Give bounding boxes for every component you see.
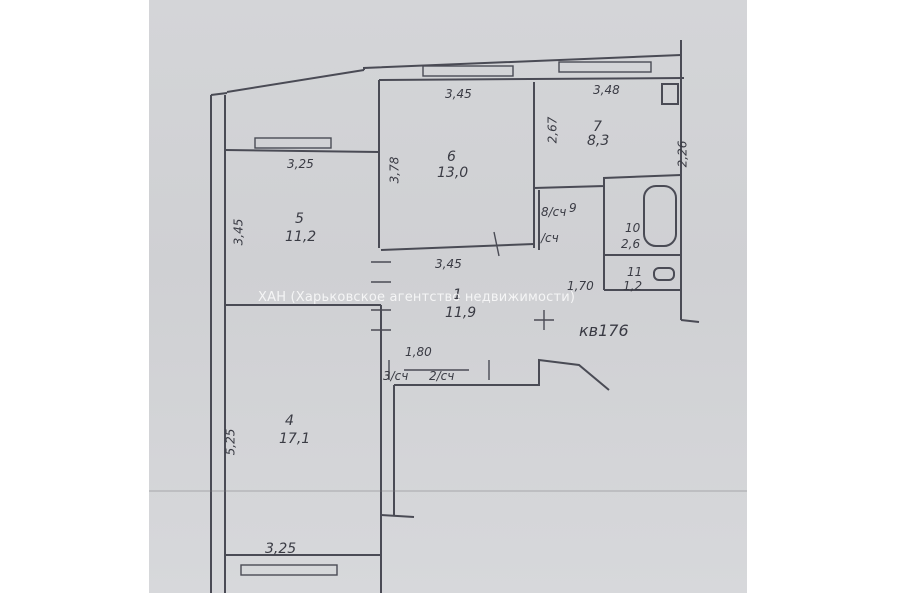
balcony-edge [226, 69, 365, 93]
room7-bottom-wall [533, 174, 682, 189]
room4-area: 17,1 [279, 431, 311, 447]
apartment-label: кв176 [579, 321, 629, 340]
dim-room4-side: 5,25 [223, 428, 238, 456]
stove-shape [661, 83, 679, 105]
room1-area: 11,9 [445, 305, 477, 321]
dim-room4-bottom: 3,25 [265, 541, 297, 557]
dim-room7-right: 2,26 [675, 140, 690, 168]
floor-plan-sheet: 3,45 3,48 3,25 3,45 3,78 2,67 2,26 3,45 … [149, 0, 747, 593]
dim-room7-left: 2,67 [545, 116, 560, 144]
agency-watermark: ХАН (Харьковское агентство недвижимости) [258, 290, 576, 305]
hall-wall [394, 358, 610, 391]
closet-2-label: 2/сч [429, 369, 455, 383]
window-room4 [240, 564, 338, 576]
room8-label: 8/сч [541, 205, 567, 219]
dim-room7-top: 3,48 [593, 83, 620, 97]
room6-number: 6 [447, 149, 456, 165]
room6-area: 13,0 [437, 165, 469, 181]
window-room5 [254, 137, 332, 149]
floor-plan-drawing [210, 40, 700, 593]
room10-number: 10 [625, 221, 641, 235]
closet-3-label: 3/сч [383, 369, 409, 383]
room4-number: 4 [285, 413, 294, 429]
room7-number: 7 [593, 119, 602, 135]
room5-number: 5 [295, 211, 304, 227]
dim-room6-side: 3,78 [387, 156, 402, 184]
dim-room5-side: 3,45 [231, 218, 246, 246]
roof-line [363, 54, 682, 70]
bathtub-shape [643, 185, 677, 247]
outer-wall-corner [210, 92, 228, 96]
room7-area: 8,3 [587, 133, 610, 149]
room1-number: 1 [453, 287, 462, 303]
room9-number: 9 [569, 201, 577, 215]
paper-fold [149, 490, 747, 492]
window-room6 [422, 65, 514, 77]
room5-area: 11,2 [285, 229, 317, 245]
room11-area: 1,2 [623, 279, 643, 293]
top-wall [378, 77, 685, 81]
room10-area: 2,6 [621, 237, 641, 251]
dim-room5-top: 3,25 [287, 157, 314, 171]
window-room7 [558, 61, 652, 73]
dim-corridor-a: 3,45 [435, 257, 462, 271]
room9-area: /сч [541, 231, 559, 245]
dim-hall: 1,80 [405, 345, 432, 359]
dim-room6-top: 3,45 [445, 87, 472, 101]
dim-corridor-b: 1,70 [567, 279, 594, 293]
toilet-shape [653, 267, 675, 281]
room5-top-wall [224, 149, 380, 153]
room6-bottom-wall [380, 243, 535, 251]
room11-number: 11 [627, 265, 643, 279]
